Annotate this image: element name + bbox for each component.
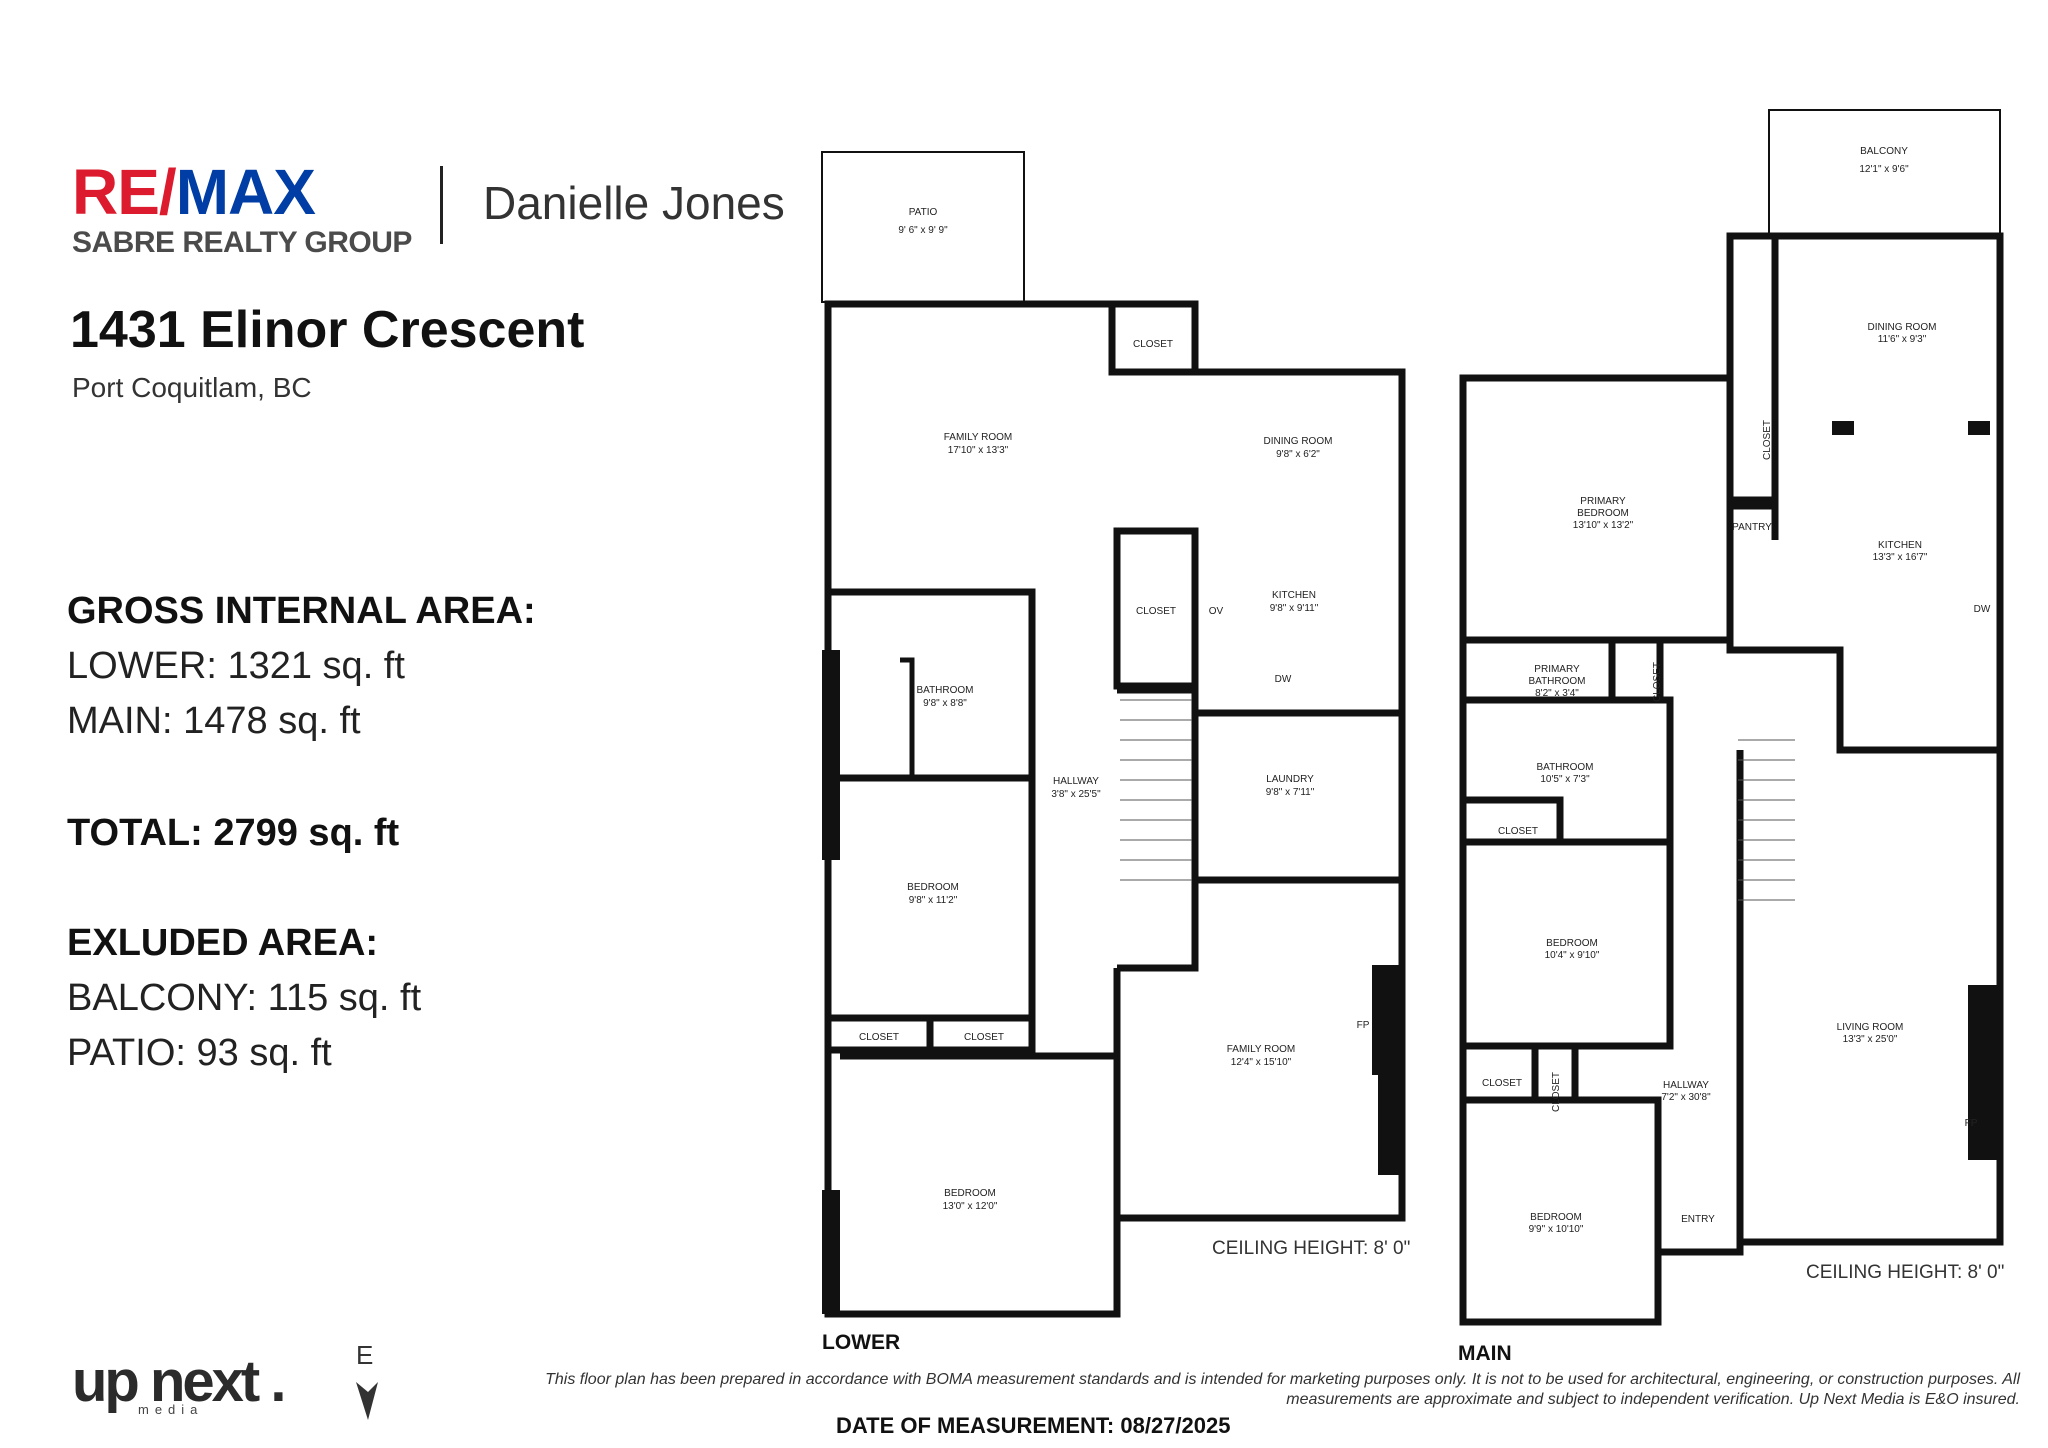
main-primary-bedroom-name-2: BEDROOM: [1577, 508, 1629, 519]
main-closet-bath: CLOSET: [1652, 662, 1663, 702]
main-bathroom-dim: 10'5" x 7'3": [1540, 774, 1590, 785]
lower-closet-b: CLOSET: [964, 1032, 1004, 1043]
disclaimer-line-2: measurements are approximate and subject…: [1286, 1391, 2020, 1408]
upnext-logo-sub: media: [138, 1402, 204, 1417]
lower-hallway-name: HALLWAY: [1053, 776, 1099, 787]
lower-family-room-1-dim: 17'10" x 13'3": [948, 445, 1009, 456]
disclaimer: This floor plan has been prepared in acc…: [420, 1370, 2020, 1410]
lower-kitchen-dim: 9'8" x 9'11": [1270, 603, 1319, 614]
main-bedroom-1-name: BEDROOM: [1546, 938, 1598, 949]
gross-area-heading: GROSS INTERNAL AREA:: [67, 590, 536, 632]
main-closet-primary: CLOSET: [1762, 420, 1773, 460]
main-kitchen-name: KITCHEN: [1878, 540, 1922, 551]
main-primary-bathroom-dim: 8'2" x 3'4": [1535, 688, 1579, 699]
main-dining-room-dim: 11'6" x 9'3": [1878, 334, 1927, 345]
lower-ceiling-height: CEILING HEIGHT: 8' 0": [1212, 1238, 1410, 1259]
main-primary-bathroom-name-2: BATHROOM: [1528, 676, 1585, 687]
upnext-logo: up next .: [72, 1349, 286, 1414]
main-area: MAIN: 1478 sq. ft: [67, 700, 361, 742]
main-primary-bedroom-name-1: PRIMARY: [1580, 496, 1626, 507]
main-bathroom-name: BATHROOM: [1536, 762, 1593, 773]
patio-dim: 9' 6" x 9' 9": [898, 225, 948, 236]
property-address: 1431 Elinor Crescent: [70, 301, 585, 359]
lower-area: LOWER: 1321 sq. ft: [67, 645, 405, 687]
lower-laundry-name: LAUNDRY: [1266, 774, 1314, 785]
lower-dw-mark: DW: [1275, 674, 1292, 685]
patio-name: PATIO: [909, 207, 938, 218]
lower-bathroom-name: BATHROOM: [916, 685, 973, 696]
remax-wordmark: RE/MAX: [72, 156, 316, 228]
main-dw-mark: DW: [1974, 604, 1991, 615]
brand-subtitle: SABRE REALTY GROUP: [72, 226, 412, 259]
main-bedroom-1-dim: 10'4" x 9'10": [1545, 950, 1600, 961]
lower-bedroom-1-dim: 9'8" x 11'2": [909, 895, 958, 906]
brand-logo: RE/MAX SABRE REALTY GROUP: [72, 160, 412, 260]
lower-bedroom-2-name: BEDROOM: [944, 1188, 996, 1199]
lower-oven-mark: OV: [1209, 606, 1224, 617]
lower-floor-label: LOWER: [822, 1331, 900, 1354]
main-kitchen-dim: 13'3" x 16'7": [1873, 552, 1928, 563]
main-pantry: PANTRY: [1732, 522, 1772, 533]
disclaimer-line-1: This floor plan has been prepared in acc…: [545, 1371, 2020, 1388]
main-balcony-dim: 12'1" x 9'6": [1859, 164, 1909, 175]
main-primary-bedroom-dim: 13'10" x 13'2": [1573, 520, 1634, 531]
total-area: TOTAL: 2799 sq. ft: [67, 812, 400, 854]
main-hallway-dim: 7'2" x 30'8": [1661, 1092, 1711, 1103]
lower-closet-top: CLOSET: [1133, 339, 1173, 350]
lower-laundry-dim: 9'8" x 7'11": [1266, 787, 1315, 798]
lower-closet-a: CLOSET: [859, 1032, 899, 1043]
agent-name: Danielle Jones: [483, 177, 785, 229]
compass-arrow-icon: [356, 1382, 378, 1420]
excluded-area-heading: EXLUDED AREA:: [67, 922, 379, 964]
lower-family-room-1-name: FAMILY ROOM: [944, 432, 1013, 443]
main-living-room-dim: 13'3" x 25'0": [1843, 1034, 1898, 1045]
measurement-date: DATE OF MEASUREMENT: 08/27/2025: [836, 1413, 1231, 1438]
compass-direction: E: [356, 1340, 374, 1370]
lower-family-room-2-name: FAMILY ROOM: [1227, 1044, 1296, 1055]
lower-bathroom-dim: 9'8" x 8'8": [923, 698, 967, 709]
lower-bedroom-2-dim: 13'0" x 12'0": [943, 1201, 998, 1212]
main-closet-hall: CLOSET: [1551, 1072, 1562, 1112]
main-closet-low: CLOSET: [1482, 1078, 1522, 1089]
main-hallway-name: HALLWAY: [1663, 1080, 1709, 1091]
main-ceiling-height: CEILING HEIGHT: 8' 0": [1806, 1262, 2004, 1283]
lower-hallway-dim: 3'8" x 25'5": [1051, 789, 1101, 800]
lower-bedroom-1-name: BEDROOM: [907, 882, 959, 893]
main-closet-bed: CLOSET: [1498, 826, 1538, 837]
main-entry: ENTRY: [1681, 1214, 1715, 1225]
lower-family-room-2-dim: 12'4" x 15'10": [1231, 1057, 1292, 1068]
lower-dining-room-name: DINING ROOM: [1264, 436, 1333, 447]
property-city: Port Coquitlam, BC: [72, 372, 312, 403]
lower-kitchen-name: KITCHEN: [1272, 590, 1316, 601]
main-balcony-name: BALCONY: [1860, 146, 1908, 157]
main-floor-label: MAIN: [1458, 1342, 1512, 1365]
main-living-room-name: LIVING ROOM: [1837, 1022, 1904, 1033]
divider: [440, 166, 443, 244]
lower-closet-mid: CLOSET: [1136, 606, 1176, 617]
main-primary-bathroom-name-1: PRIMARY: [1534, 664, 1580, 675]
lower-fp-mark: FP: [1357, 1020, 1370, 1031]
main-dining-room-name: DINING ROOM: [1868, 322, 1937, 333]
main-bedroom-2-name: BEDROOM: [1530, 1212, 1582, 1223]
patio-area: PATIO: 93 sq. ft: [67, 1032, 332, 1074]
main-bedroom-2-dim: 9'9" x 10'10": [1529, 1224, 1584, 1235]
lower-dining-room-dim: 9'8" x 6'2": [1276, 449, 1320, 460]
main-fp-mark: FP: [1965, 1118, 1978, 1129]
balcony-area: BALCONY: 115 sq. ft: [67, 977, 422, 1019]
